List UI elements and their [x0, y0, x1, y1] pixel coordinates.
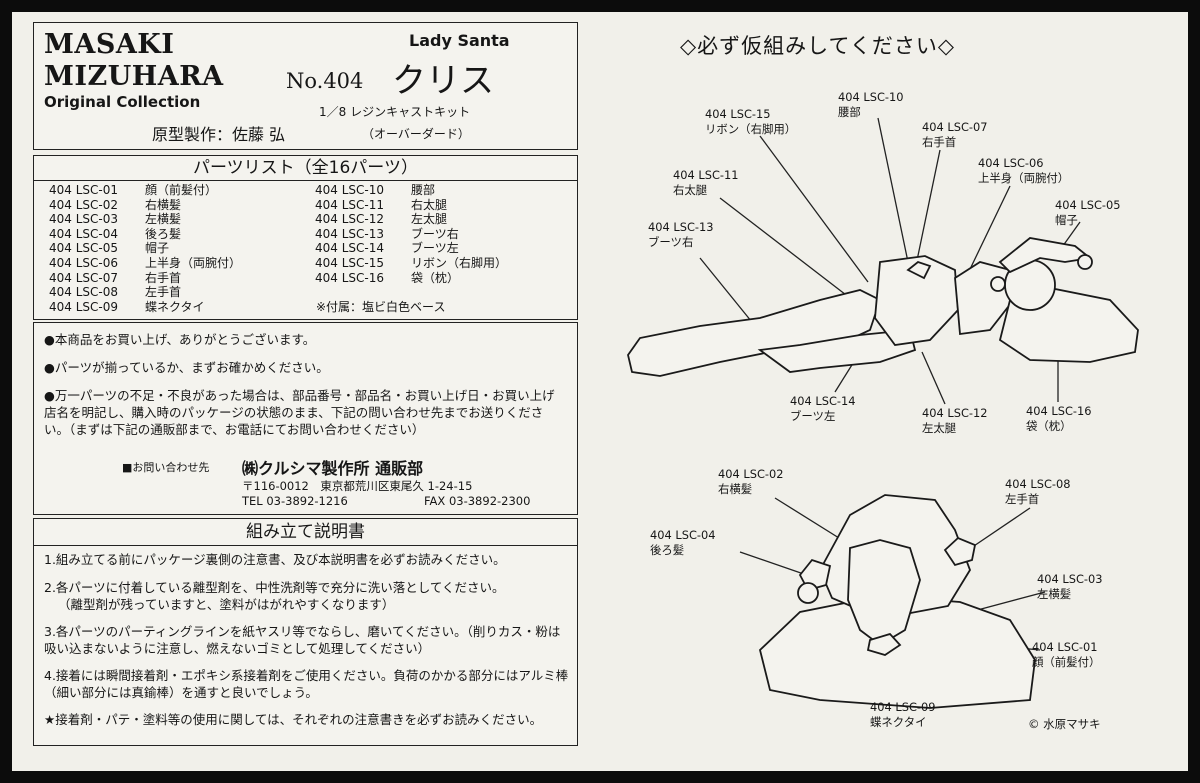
copyright: © 水原マサキ: [1028, 717, 1101, 731]
note-thanks: ●本商品をお買い上げ、ありがとうございます。: [44, 332, 316, 347]
instructions-title: 組み立て説明書: [34, 519, 577, 546]
accessory-note: ※付属：塩ビ白色ベース: [316, 300, 446, 314]
brand-line1: MASAKI: [44, 29, 175, 60]
tel-number: TEL 03-3892-1216: [242, 494, 348, 508]
product-name: クリス: [392, 61, 494, 101]
note-defects: ●万一パーツの不足・不良があった場合は、部品番号・部品名・お買い上げ日・お買い上…: [44, 388, 555, 437]
note-check-parts: ●パーツが揃っているか、まずお確かめください。: [44, 360, 329, 375]
brand-line3: Original Collection: [44, 93, 201, 111]
company-name: ㈱クルシマ製作所 通販部: [242, 459, 424, 478]
kit-scale: 1／8 レジンキャストキット: [319, 105, 471, 119]
contact-label: ■お問い合わせ先: [122, 461, 210, 474]
sculptor-note: （オーバーダード）: [362, 127, 470, 141]
step-3: 3.各パーツのパーティングラインを紙ヤスリ等でならし、磨いてください。（削りカス…: [44, 624, 561, 656]
product-number: No.404: [286, 69, 364, 93]
figure-head-detail: [758, 494, 1036, 709]
brand-line2: MIZUHARA: [44, 61, 224, 92]
assembly-heading: ◇必ず仮組みしてください◇: [680, 34, 956, 58]
fax-number: FAX 03-3892-2300: [424, 494, 531, 508]
series-title: Lady Santa: [409, 31, 510, 50]
title-box: MASAKI MIZUHARA Original Collection Lady…: [33, 22, 578, 150]
step-1: 1.組み立てる前にパッケージ裏側の注意書、及び本説明書を必ずお読みください。: [44, 552, 506, 567]
step-2-note: （離型剤が残っていますと、塗料がはがれやすくなります）: [58, 597, 395, 612]
notes-box: ●本商品をお買い上げ、ありがとうございます。 ●パーツが揃っているか、まずお確か…: [33, 322, 578, 515]
figure-reclining: [627, 237, 1139, 377]
postal-address: 〒116-0012 東京都荒川区東尾久 1-24-15: [242, 479, 473, 493]
parts-list-title: パーツリスト（全16パーツ）: [34, 156, 577, 181]
step-5-caution: ★接着剤・パテ・塗料等の使用に関しては、それぞれの注意書きを必ずお読みください。: [44, 712, 543, 727]
instructions-box: 組み立て説明書 1.組み立てる前にパッケージ裏側の注意書、及び本説明書を必ずお読…: [33, 518, 578, 746]
step-4: 4.接着には瞬間接着剤・エポキシ系接着剤をご使用ください。負荷のかかる部分にはア…: [44, 668, 569, 700]
sculptor: 原型製作：佐藤 弘: [152, 125, 286, 144]
step-2: 2.各パーツに付着している離型剤を、中性洗剤等で充分に洗い落としてください。: [44, 580, 505, 595]
